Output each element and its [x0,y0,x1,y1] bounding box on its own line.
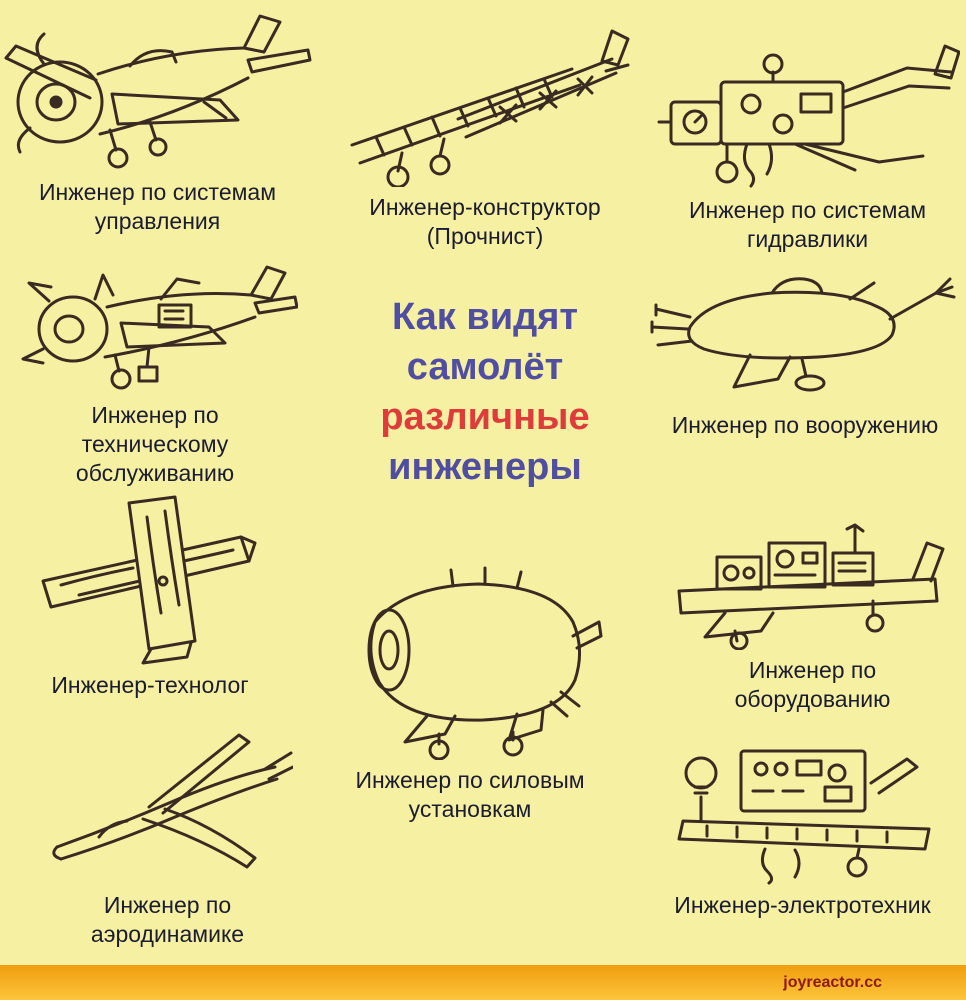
huge-engine-tiny-wings-plane-sketch-icon [367,566,602,760]
figure-caption: Инженер по оборудованию [734,657,891,712]
wooden-plank-cross-plane-sketch-icon [41,495,257,665]
figure-equipment-engineer: Инженер по оборудованию [665,495,960,714]
hydraulics-plumbing-plane-sketch-icon [657,44,960,188]
figure-electrical-engineer: Инженер-электротехник [645,725,960,920]
figure-caption: Инженер-электротехник [674,892,931,918]
title-line-2: самолёт [406,346,564,389]
figure-caption: Инженер по системам управления [38,179,277,234]
figure-technologist-engineer: Инженер-технолог [30,495,270,700]
figure-structural-engineer: Инженер-конструктор (Прочнист) [340,15,630,251]
figure-control-systems: Инженер по системам управления [0,0,315,236]
figure-caption: Инженер-конструктор (Прочнист) [369,194,601,249]
sleek-aerodynamic-glider-sketch-icon [51,733,293,869]
figure-caption: Инженер по аэродинамике [90,892,245,947]
figure-hydraulics-engineer: Инженер по системам гидравлики [655,30,960,254]
figure-aerodynamics-engineer: Инженер по аэродинамике [40,715,295,949]
footer-bar: joyreactor.cc [0,965,966,1000]
page-title: Как видят самолёт различные инженеры [330,292,640,493]
title-line-4: инженеры [388,446,582,489]
figure-maintenance-engineer: Инженер по техническому обслуживанию [10,255,300,487]
figure-caption: Инженер по силовым установкам [355,767,585,822]
maintenance-open-panels-plane-sketch-icon [21,265,298,390]
watermark-text: joyreactor.cc [783,973,882,991]
figure-caption: Инженер по вооружению [671,412,939,438]
figure-armament-engineer: Инженер по вооружению [650,255,960,440]
armament-guns-fork-plane-sketch-icon [650,277,956,392]
equipment-boxes-plane-sketch-icon [677,523,945,650]
structural-truss-plane-sketch-icon [350,29,630,187]
figure-caption: Инженер по техническому обслуживанию [75,402,235,486]
control-systems-plane-sketch-icon [4,14,312,169]
figure-caption: Инженер по системам гидравлики [688,197,927,252]
title-line-3: различные [380,396,590,439]
figure-caption: Инженер-технолог [51,672,249,698]
title-line-1: Как видят [392,296,578,338]
circuit-board-plane-sketch-icon [677,749,931,885]
figure-powerplant-engineer: Инженер по силовым установкам [330,560,610,824]
